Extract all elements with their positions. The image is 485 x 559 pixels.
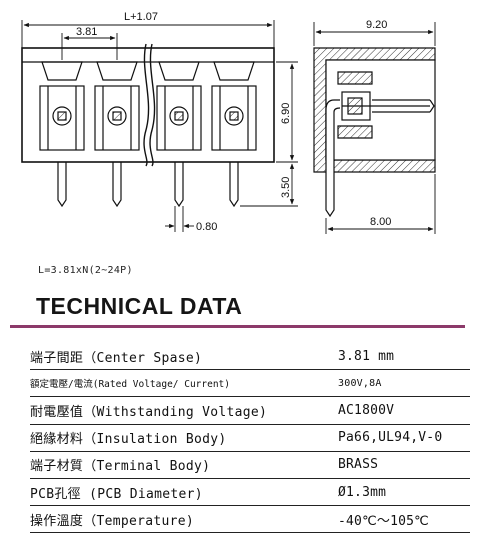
spec-row: 操作溫度（Temperature) -40℃～105℃	[30, 505, 470, 534]
spec-row: 絕緣材料（Insulation Body) Pa66,UL94,V-0	[30, 424, 470, 452]
connector-drawing: L+1.07 3.81 0.80 6.90 3.50 9.20 8.00	[21, 11, 436, 234]
spec-table: 端子間距（Center Spase) 3.81 mm 額定電壓/電流(Rated…	[30, 343, 470, 534]
dim-side-depth: 8.00	[370, 216, 391, 228]
spec-value: Pa66,UL94,V-0	[328, 424, 470, 452]
section-title: TECHNICAL DATA	[36, 293, 243, 319]
spec-label: 額定電壓/電流(Rated Voltage/ Current)	[30, 369, 328, 398]
spec-row: 端子材質（Terminal Body) BRASS	[30, 451, 470, 479]
spec-label: 端子間距（Center Spase)	[30, 343, 328, 371]
spec-label: 耐電壓值（Withstanding Voltage)	[30, 396, 328, 425]
spec-label: 操作溫度（Temperature)	[30, 505, 328, 534]
spec-value: 300V,8A	[328, 369, 470, 398]
cavity-3	[156, 61, 202, 151]
spec-label: PCB孔徑 (PCB Diameter)	[30, 478, 328, 507]
front-view	[21, 43, 275, 208]
dim-pitch: 3.81	[76, 26, 97, 38]
cavity-2	[94, 61, 140, 151]
spec-value: BRASS	[328, 451, 470, 479]
spec-value: AC1800V	[328, 396, 470, 425]
length-formula: L=3.81xN(2~24P)	[38, 265, 133, 276]
dim-pin-length: 3.50	[280, 177, 292, 198]
side-dimensions	[313, 22, 436, 234]
spec-value: -40℃～105℃	[328, 505, 470, 534]
spec-row: PCB孔徑 (PCB Diameter) Ø1.3mm	[30, 478, 470, 507]
pins	[57, 162, 239, 208]
dim-side-width: 9.20	[366, 19, 387, 31]
title-underline	[10, 325, 465, 328]
spec-value: 3.81 mm	[328, 343, 470, 371]
cavity-1	[39, 61, 85, 151]
dim-pin-offset: 0.80	[196, 221, 217, 233]
spec-row: 額定電壓/電流(Rated Voltage/ Current) 300V,8A	[30, 369, 470, 398]
front-dimensions	[21, 20, 298, 232]
spec-row: 端子間距（Center Spase) 3.81 mm	[30, 343, 470, 371]
spec-label: 絕緣材料（Insulation Body)	[30, 424, 328, 452]
spec-label: 端子材質（Terminal Body)	[30, 451, 328, 479]
spec-row: 耐電壓值（Withstanding Voltage) AC1800V	[30, 396, 470, 425]
spec-value: Ø1.3mm	[328, 478, 470, 507]
dim-overall-length: L+1.07	[124, 11, 158, 23]
dim-body-height: 6.90	[280, 103, 292, 124]
cavity-4	[211, 61, 257, 151]
side-view	[313, 47, 436, 218]
